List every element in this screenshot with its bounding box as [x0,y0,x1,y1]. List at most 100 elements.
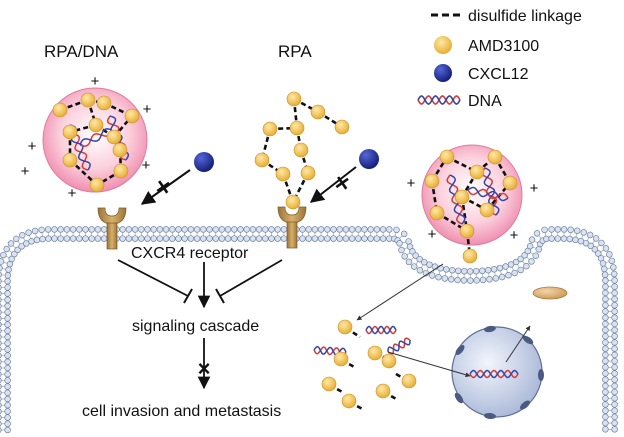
lipid-head [88,235,95,242]
amd3100-bead [341,393,357,409]
receptor-cup [97,207,127,225]
lipid-head [373,226,381,233]
lipid-head [255,235,263,242]
amd3100-bead [333,351,349,367]
amd3100-bead [106,129,122,145]
lipid-head [602,426,609,433]
lipid-head [0,284,2,291]
lipid-head [611,289,618,297]
lipid-head [4,333,11,341]
lipid-head [39,235,46,243]
lipid-head [4,284,11,291]
lipid-tail [500,270,502,275]
lipid-head [4,358,11,366]
lipid-head [361,235,368,242]
lipid-head [156,235,164,242]
lipid-head [611,357,618,365]
amd3100-bead [262,121,278,137]
amd3100-bead [479,202,495,218]
lipid-head [373,235,381,242]
lipid-head [0,414,2,421]
amd3100-beads [52,91,518,409]
lipid-head [119,226,126,233]
lipid-head [611,283,618,290]
lipid-head [28,238,35,245]
lipid-head [447,276,455,283]
plus-charge: + [510,227,519,244]
lipid-head [0,290,2,297]
amd3100-bead [124,108,140,124]
dna-helix [417,95,461,105]
lipid-head [602,333,609,340]
lipid-head [262,235,269,242]
lipid-head [599,260,607,267]
lipid-head [262,226,269,233]
blocked-binding-arrow [140,169,191,205]
lipid-head [602,326,609,334]
lipid-head [150,226,157,233]
lipid-head [206,226,213,233]
lipid-head [611,401,618,408]
vesicle [532,286,568,300]
invasion-label: cell invasion and metastasis [82,403,281,420]
signaling-label: signaling cascade [132,318,259,335]
lipid-head [367,235,374,242]
lipid-head [0,420,2,427]
lipid-head [4,346,11,353]
rpa-dna-title: RPA/DNA [44,42,119,61]
lipid-head [4,315,11,322]
lipid-head [467,277,474,284]
lipid-head [231,226,238,233]
lipid-tail [402,241,407,244]
lipid-tail [506,268,508,273]
lipid-head [4,278,11,285]
lipid-head [466,268,474,275]
lipid-head [45,235,52,242]
lipid-head [528,236,536,243]
lipid-tail [23,237,26,242]
lipid-head [274,235,281,242]
lipid-head [523,262,530,270]
lipid-head [4,290,11,297]
lipid-head [4,389,11,397]
lipid-head [582,239,590,247]
dna-strand [313,345,347,356]
lipid-head [4,302,11,310]
lipid-head [566,235,573,243]
lipid-head [144,226,151,233]
dna-strands [67,115,519,379]
lipid-head [18,243,25,250]
lipid-head [4,327,11,335]
lipid-head [602,388,609,396]
lipid-head [4,364,11,372]
lipid-head [330,226,337,233]
lipid-head [0,427,2,433]
lipid-head [611,426,618,433]
legend-amd-label: AMD3100 [468,38,539,55]
inhibit-mark: × [333,169,351,198]
lipid-head [611,295,618,303]
lipid-head [317,226,325,233]
inhibition-bar [183,288,193,304]
amd3100-bead [337,319,353,335]
lipid-tail [420,264,424,269]
lipid-head [606,251,613,258]
lipid-head [0,278,2,284]
lipid-head [5,266,12,273]
lipid-head [611,277,618,284]
lipid-head [410,263,418,270]
lipid-head [355,226,362,233]
dna-helix [469,369,519,379]
lipid-head [548,226,555,233]
lipid-head [507,261,515,268]
lipid-head [386,226,393,233]
lipid-head [150,235,157,242]
lipid-tail [12,245,17,249]
lipid-head [4,395,11,403]
lipid-tail [581,234,584,239]
lipid-head [0,371,2,378]
lipid-head [0,296,2,303]
cxcr4-receptor [277,206,307,249]
lipid-head [156,226,164,233]
lipid-head [348,226,356,233]
